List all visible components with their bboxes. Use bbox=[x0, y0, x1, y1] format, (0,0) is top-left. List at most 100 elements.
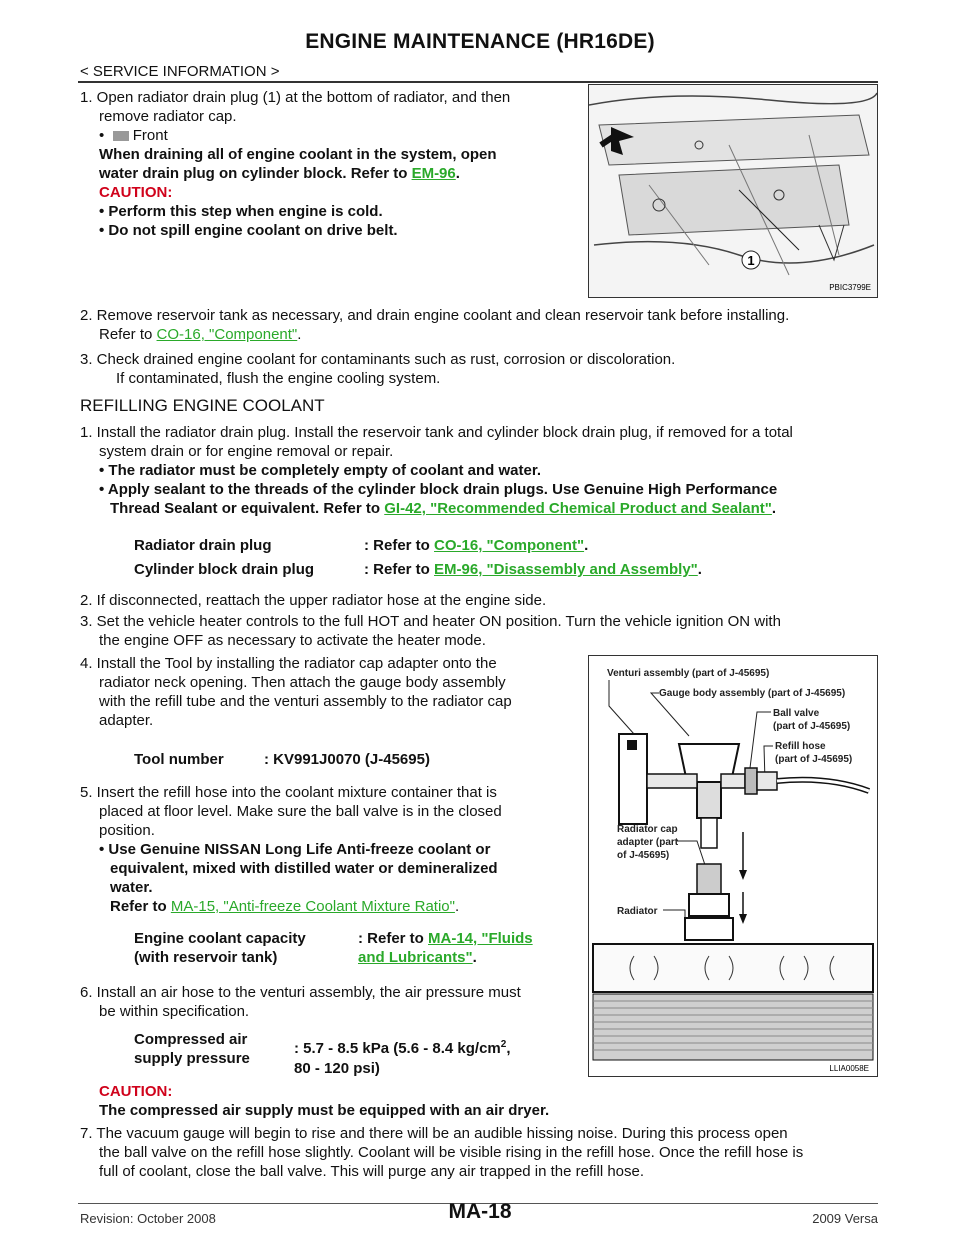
label-refill-hose-2: (part of J-45695) bbox=[775, 754, 852, 765]
caution-1-line-a: • Perform this step when engine is cold. bbox=[99, 203, 383, 220]
refill-step-5-bold-c: water. bbox=[110, 879, 153, 896]
air-pressure-value: : 5.7 - 8.5 kPa (5.6 - 8.4 kg/cm2, 80 - … bbox=[294, 1035, 511, 1079]
refill-step-5-bold-b: equivalent, mixed with distilled water o… bbox=[110, 860, 498, 877]
step-2: 2. Remove reservoir tank as necessary, a… bbox=[80, 306, 878, 344]
radiator-underside-drawing: 1 PBIC3799E bbox=[588, 85, 878, 297]
air-pressure-label-b: supply pressure bbox=[134, 1050, 250, 1067]
refill-step-5-bold-a: • Use Genuine NISSAN Long Life Anti-free… bbox=[99, 841, 491, 858]
refill-step-1: 1. Install the radiator drain plug. Inst… bbox=[80, 423, 878, 518]
label-cap-adapter-1: Radiator cap bbox=[617, 824, 678, 835]
spec-2-link[interactable]: EM-96, "Disassembly and Assembly" bbox=[434, 561, 698, 578]
refill-step-4-line-d: adapter. bbox=[99, 712, 154, 729]
label-ball-valve-2: (part of J-45695) bbox=[773, 721, 850, 732]
refill-step-4-line-a: 4. Install the Tool by installing the ra… bbox=[80, 655, 497, 672]
air-pressure-comma: , bbox=[506, 1040, 511, 1057]
label-cap-adapter-2: adapter (part bbox=[617, 837, 679, 848]
caution-2-heading: CAUTION: bbox=[99, 1083, 173, 1100]
step-3-line-b: If contaminated, flush the engine coolin… bbox=[116, 370, 441, 387]
refill-step-5: 5. Insert the refill hose into the coola… bbox=[80, 783, 576, 916]
refill-step-3: 3. Set the vehicle heater controls to th… bbox=[80, 612, 878, 650]
label-refill-hose-1: Refill hose bbox=[775, 741, 826, 752]
step-3: 3. Check drained engine coolant for cont… bbox=[80, 350, 878, 388]
coolant-capacity-label: Engine coolant capacity (with reservoir … bbox=[134, 929, 306, 967]
spec-1-link[interactable]: CO-16, "Component" bbox=[434, 537, 585, 554]
refill-bullet-2-a: • Apply sealant to the threads of the cy… bbox=[99, 481, 778, 498]
refill-step-7-line-a: 7. The vacuum gauge will begin to rise a… bbox=[80, 1125, 788, 1142]
refill-step-5-line-a: 5. Insert the refill hose into the coola… bbox=[80, 784, 497, 801]
spec-2-refer: : Refer to bbox=[364, 561, 430, 578]
refill-step-7-line-c: full of coolant, close the ball valve. T… bbox=[99, 1163, 645, 1180]
callout-1: 1 bbox=[747, 253, 754, 268]
caution-1-heading: CAUTION: bbox=[99, 184, 173, 201]
co-16-link[interactable]: CO-16, "Component" bbox=[156, 326, 298, 343]
spec-1-refer: : Refer to bbox=[364, 537, 430, 554]
figure-refill-tool: Venturi assembly (part of J-45695) Gauge… bbox=[588, 655, 878, 1077]
refill-step-7: 7. The vacuum gauge will begin to rise a… bbox=[80, 1124, 878, 1181]
air-pressure-label: Compressed air supply pressure bbox=[134, 1030, 250, 1068]
ma-14-link-b[interactable]: and Lubricants" bbox=[358, 949, 473, 966]
refill-step-3-line-a: 3. Set the vehicle heater controls to th… bbox=[80, 613, 781, 630]
gi-42-link[interactable]: GI-42, "Recommended Chemical Product and… bbox=[384, 500, 772, 517]
air-pressure-sup: 2 bbox=[500, 1039, 507, 1050]
refill-bullet-2-text-a: Apply sealant to the threads of the cyli… bbox=[107, 481, 778, 498]
refill-step-7-line-b: the ball valve on the refill hose slight… bbox=[99, 1144, 804, 1161]
tool-number-label: Tool number bbox=[134, 751, 224, 768]
label-cap-adapter-3: of J-45695) bbox=[617, 850, 669, 861]
caution-2-text: The compressed air supply must be equipp… bbox=[99, 1102, 550, 1119]
spec-cylinder-drain-value: : Refer to EM-96, "Disassembly and Assem… bbox=[364, 561, 702, 578]
figure-radiator-drain: 1 PBIC3799E bbox=[588, 84, 878, 298]
footer-divider bbox=[78, 1203, 878, 1204]
refill-step-3-line-b: the engine OFF as necessary to activate … bbox=[99, 632, 486, 649]
refill-step-4: 4. Install the Tool by installing the ra… bbox=[80, 654, 576, 730]
label-gauge-body: Gauge body assembly (part of J-45695) bbox=[659, 688, 845, 699]
air-pressure-label-a: Compressed air bbox=[134, 1031, 248, 1048]
step-1-bold-a: When draining all of engine coolant in t… bbox=[99, 146, 497, 163]
spec-radiator-drain-label: Radiator drain plug bbox=[134, 537, 272, 554]
spec-cylinder-drain-label: Cylinder block drain plug bbox=[134, 561, 315, 578]
refill-step-2: 2. If disconnected, reattach the upper r… bbox=[80, 592, 547, 609]
refill-step-5-line-b: placed at floor level. Make sure the bal… bbox=[99, 803, 502, 820]
page-title: ENGINE MAINTENANCE (HR16DE) bbox=[305, 30, 655, 53]
label-venturi: Venturi assembly (part of J-45695) bbox=[607, 668, 769, 679]
step-1-line-a: 1. Open radiator drain plug (1) at the b… bbox=[80, 89, 511, 106]
figure-id-2: LLIA0058E bbox=[829, 1064, 869, 1073]
front-note: • Front bbox=[99, 127, 168, 144]
refill-bullet-2-b: Thread Sealant or equivalent. Refer to G… bbox=[110, 500, 777, 517]
em-96-link[interactable]: EM-96 bbox=[411, 165, 456, 182]
front-icon bbox=[112, 131, 129, 142]
label-radiator: Radiator bbox=[617, 906, 658, 917]
step-1: 1. Open radiator drain plug (1) at the b… bbox=[80, 88, 576, 240]
coolant-capacity-label-a: Engine coolant capacity bbox=[134, 930, 306, 947]
coolant-capacity-value: : Refer to MA-14, "Fluids and Lubricants… bbox=[358, 930, 533, 966]
refill-bullet-2-text-b: Thread Sealant or equivalent. Refer to bbox=[110, 500, 381, 517]
section-heading: REFILLING ENGINE COOLANT bbox=[80, 396, 325, 415]
step-2-line-a: 2. Remove reservoir tank as necessary, a… bbox=[80, 307, 790, 324]
coolant-capacity-label-b: (with reservoir tank) bbox=[134, 949, 278, 966]
ma-14-link-a[interactable]: MA-14, "Fluids bbox=[428, 930, 533, 947]
figure-id-1: PBIC3799E bbox=[829, 283, 871, 292]
refill-step-5-bold-a-text: Use Genuine NISSAN Long Life Anti-freeze… bbox=[108, 841, 491, 858]
refill-step-5-line-c: position. bbox=[99, 822, 155, 839]
spec-radiator-drain-value: : Refer to CO-16, "Component". bbox=[364, 537, 589, 554]
refill-step-6: 6. Install an air hose to the venturi as… bbox=[80, 983, 576, 1021]
refill-bullet-1-text: The radiator must be completely empty of… bbox=[108, 462, 542, 479]
step-1-bold-b: water drain plug on cylinder block. Refe… bbox=[99, 165, 460, 182]
footer-model: 2009 Versa bbox=[812, 1211, 878, 1226]
label-ball-valve-1: Ball valve bbox=[773, 708, 820, 719]
breadcrumb: < SERVICE INFORMATION > bbox=[80, 63, 280, 80]
step-3-line-a: 3. Check drained engine coolant for cont… bbox=[80, 351, 676, 368]
front-label: Front bbox=[132, 127, 168, 144]
refill-step-4-line-b: radiator neck opening. Then attach the g… bbox=[99, 674, 506, 691]
tool-number-value: : KV991J0070 (J-45695) bbox=[264, 751, 430, 768]
step-1-bold-b-text: water drain plug on cylinder block. Refe… bbox=[99, 165, 408, 182]
refill-step-5-refer-text: Refer to bbox=[110, 898, 167, 915]
header-divider bbox=[78, 81, 878, 83]
refill-step-6-line-a: 6. Install an air hose to the venturi as… bbox=[80, 984, 521, 1001]
coolant-capacity-refer: : Refer to bbox=[358, 930, 424, 947]
refill-tool-drawing: Venturi assembly (part of J-45695) Gauge… bbox=[589, 656, 877, 1076]
refill-step-5-refer: Refer to MA-15, "Anti-freeze Coolant Mix… bbox=[110, 898, 460, 915]
refill-step-1-line-a: 1. Install the radiator drain plug. Inst… bbox=[80, 424, 793, 441]
ma-15-link[interactable]: MA-15, "Anti-freeze Coolant Mixture Rati… bbox=[170, 898, 455, 915]
step-2-refer: Refer to bbox=[99, 326, 153, 343]
air-pressure-value-b: 80 - 120 psi) bbox=[294, 1060, 380, 1077]
